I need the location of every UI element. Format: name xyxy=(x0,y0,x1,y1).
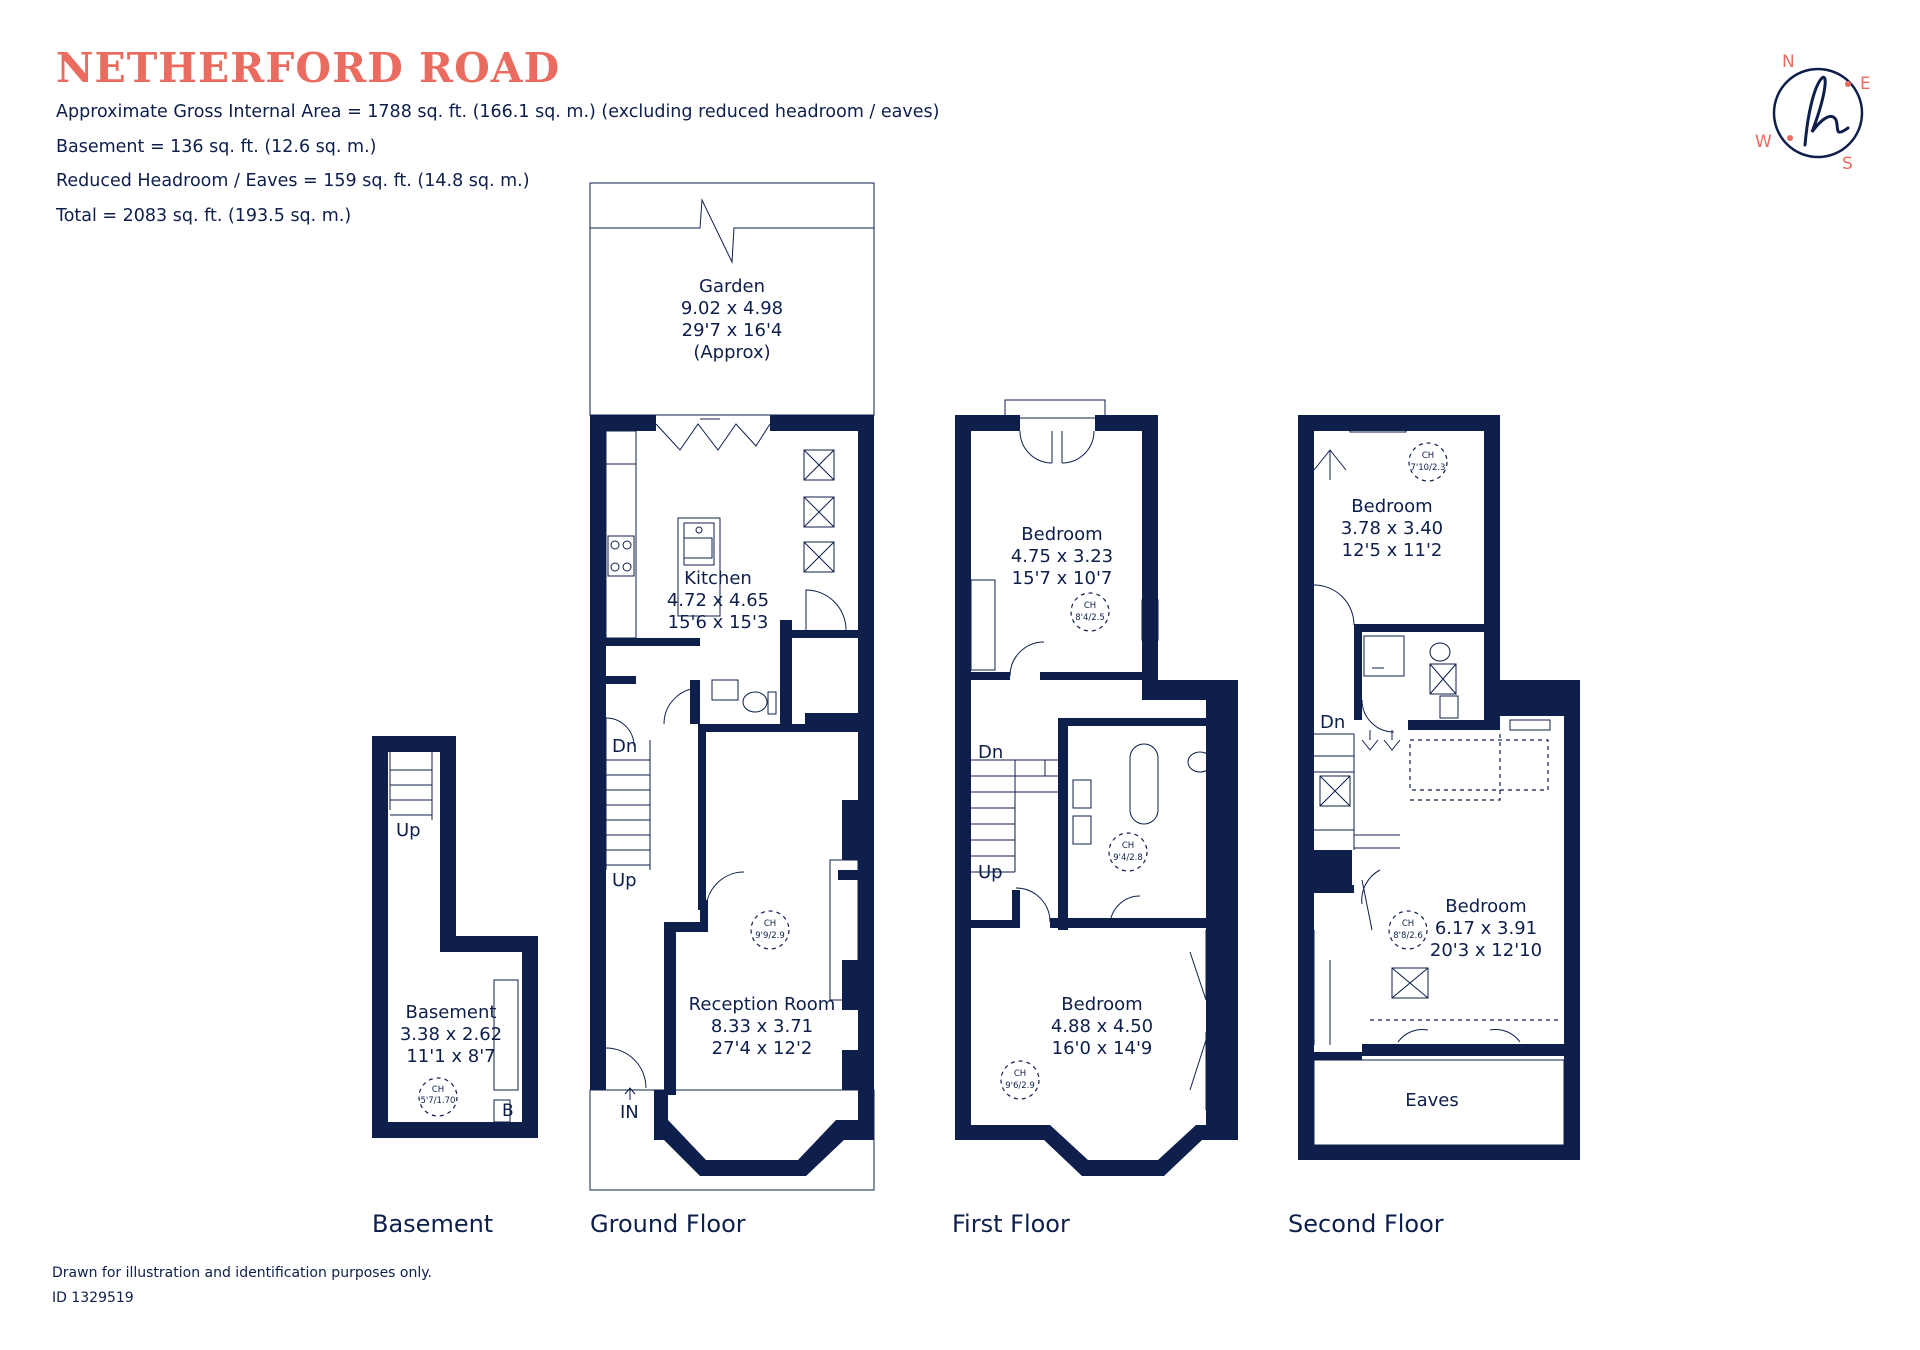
basement-ch-value: 5'7/1.70 xyxy=(421,1096,456,1106)
first-front-ch-value: 9'6/2.9 xyxy=(1005,1081,1035,1091)
kitchen-imperial: 15'6 x 15'3 xyxy=(668,612,769,633)
disclaimer-text: Drawn for illustration and identificatio… xyxy=(52,1265,432,1281)
compass-north: N xyxy=(1782,52,1795,72)
ground-up-label: Up xyxy=(612,870,637,891)
basement-room-metric: 3.38 x 2.62 xyxy=(400,1024,502,1045)
basement-plan: B Up Basement 3.38 x 2.62 11'1 x 8'7 CH … xyxy=(372,736,538,1138)
second-rear-ch-value: 7'10/2.3 xyxy=(1411,463,1446,473)
property-title: NETHERFORD ROAD xyxy=(56,44,561,92)
first-bed-front-imperial: 16'0 x 14'9 xyxy=(1052,1038,1153,1059)
reception-ch-label: CH xyxy=(764,919,776,929)
ground-down-label: Dn xyxy=(612,736,637,757)
first-bed-front-metric: 4.88 x 4.50 xyxy=(1051,1016,1153,1037)
eaves-name: Eaves xyxy=(1405,1090,1459,1111)
second-bed-rear-imperial: 12'5 x 11'2 xyxy=(1342,540,1443,561)
first-floor-plan: Dn Up CH 8'4/2.5 CH 9'4/2.8 CH 9'6/2.9 B… xyxy=(955,399,1238,1176)
garden-note: (Approx) xyxy=(693,342,770,363)
compass-west: W xyxy=(1755,132,1772,152)
floor-label-first: First Floor xyxy=(952,1210,1070,1238)
area-summary: Approximate Gross Internal Area = 1788 s… xyxy=(56,95,939,233)
second-front-ch-label: CH xyxy=(1402,919,1414,929)
first-rear-ch-label: CH xyxy=(1084,601,1096,611)
entrance-label: IN xyxy=(620,1102,639,1123)
second-bed-front-metric: 6.17 x 3.91 xyxy=(1435,918,1537,939)
total-area-line: Total = 2083 sq. ft. (193.5 sq. m.) xyxy=(56,205,352,226)
compass-south: S xyxy=(1842,154,1853,174)
first-bed-rear-imperial: 15'7 x 10'7 xyxy=(1012,568,1113,589)
compass-icon: N E S W xyxy=(1755,52,1871,174)
boiler-label: B xyxy=(502,1101,514,1121)
kitchen-name: Kitchen xyxy=(684,568,752,589)
first-up-label: Up xyxy=(978,862,1003,883)
reception-name: Reception Room xyxy=(689,994,836,1015)
second-bed-rear-metric: 3.78 x 3.40 xyxy=(1341,518,1443,539)
garden-imperial: 29'7 x 16'4 xyxy=(682,320,783,341)
basement-room-name: Basement xyxy=(406,1002,497,1023)
first-bed-rear-name: Bedroom xyxy=(1021,524,1102,545)
first-rear-ch-value: 8'4/2.5 xyxy=(1075,613,1105,623)
reference-id: ID 1329519 xyxy=(52,1290,134,1306)
garden-metric: 9.02 x 4.98 xyxy=(681,298,783,319)
second-front-ch-value: 8'8/2.6 xyxy=(1393,931,1423,941)
floor-label-ground: Ground Floor xyxy=(590,1210,746,1238)
first-front-ch-label: CH xyxy=(1014,1069,1026,1079)
ground-floor-plan: Garden 9.02 x 4.98 29'7 x 16'4 (Approx) xyxy=(589,182,875,1191)
first-bath-ch-label: CH xyxy=(1122,841,1134,851)
reception-metric: 8.33 x 3.71 xyxy=(711,1016,813,1037)
second-bed-front-imperial: 20'3 x 12'10 xyxy=(1430,940,1542,961)
basement-up-label: Up xyxy=(396,820,421,841)
eaves-area-line: Reduced Headroom / Eaves = 159 sq. ft. (… xyxy=(56,171,530,191)
second-floor-plan: Dn CH 7'10/2.3 CH 8'8/2.6 Bedroom 3.78 x… xyxy=(1298,415,1580,1160)
floor-label-second: Second Floor xyxy=(1288,1210,1444,1238)
reception-ch-value: 9'9/2.9 xyxy=(755,931,785,941)
basement-room-imperial: 11'1 x 8'7 xyxy=(406,1046,495,1067)
gross-area-line: Approximate Gross Internal Area = 1788 s… xyxy=(56,102,940,122)
second-down-label: Dn xyxy=(1320,712,1345,733)
first-bed-front-name: Bedroom xyxy=(1061,994,1142,1015)
reception-imperial: 27'4 x 12'2 xyxy=(712,1038,813,1059)
second-bed-front-name: Bedroom xyxy=(1445,896,1526,917)
compass-east: E xyxy=(1860,74,1871,94)
first-bed-rear-metric: 4.75 x 3.23 xyxy=(1011,546,1113,567)
kitchen-metric: 4.72 x 4.65 xyxy=(667,590,769,611)
first-bath-ch-value: 9'4/2.8 xyxy=(1113,853,1143,863)
first-down-label: Dn xyxy=(978,742,1003,763)
garden-name: Garden xyxy=(699,276,765,297)
basement-area-line: Basement = 136 sq. ft. (12.6 sq. m.) xyxy=(56,136,377,157)
second-bed-rear-name: Bedroom xyxy=(1351,496,1432,517)
basement-ch-label: CH xyxy=(432,1085,444,1095)
second-rear-ch-label: CH xyxy=(1422,451,1434,461)
floor-label-basement: Basement xyxy=(372,1210,493,1238)
